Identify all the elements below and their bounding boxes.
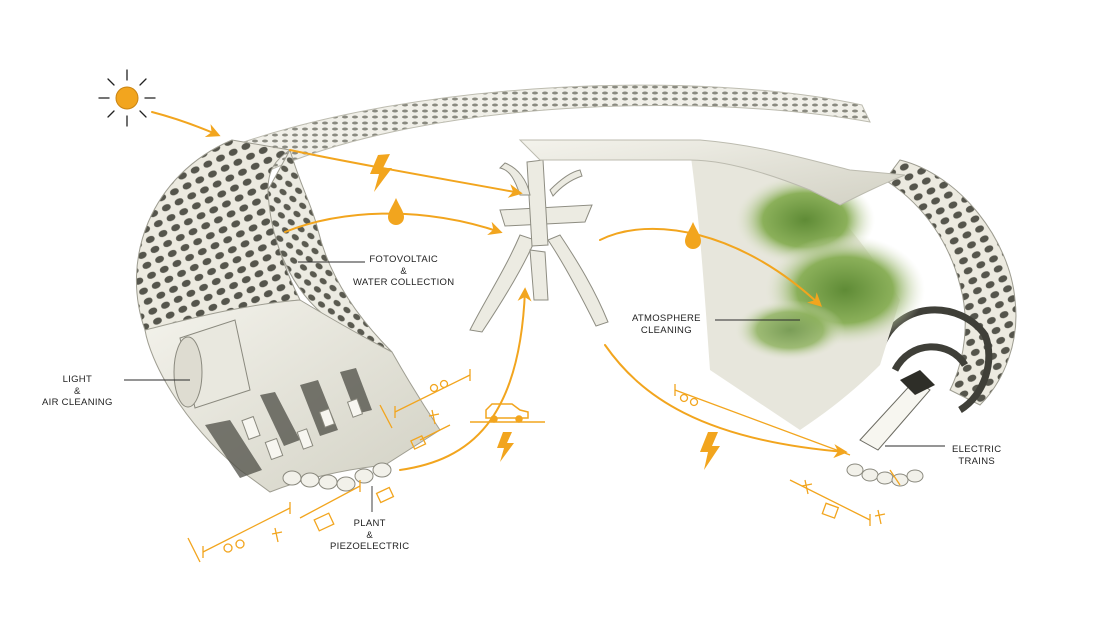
tram-icon-left [375, 486, 395, 504]
flow-water-to-tree [284, 212, 503, 236]
left-deck-blocks [241, 398, 364, 461]
tube-structure [136, 84, 1017, 493]
label-line: ATMOSPHERE [632, 313, 701, 324]
bus-icon-left [313, 512, 335, 532]
bicycle-icon-mid [429, 383, 439, 393]
label-line: FOTOVOLTAIC [369, 254, 439, 265]
right-deck-pipes [846, 463, 924, 487]
car-icon-small [410, 434, 427, 450]
electric-train [859, 370, 935, 451]
left-air-duct [173, 319, 251, 409]
energy-flows [151, 111, 848, 471]
left-deck-pipes [282, 462, 392, 492]
label-electric-trains: ELECTRIC TRAINS [952, 444, 1001, 467]
label-line: CLEANING [640, 324, 692, 336]
water-drop-icon-left [388, 198, 404, 225]
pedestrian-icon-right [801, 479, 813, 495]
label-line: ELECTRIC [952, 444, 1002, 455]
upper-deck-slab [518, 139, 906, 206]
pedestrian-icon-left [271, 527, 283, 543]
label-line: LIGHT [62, 374, 93, 385]
energy-bolt-icons [370, 154, 720, 470]
label-line: PLANT [353, 518, 386, 529]
bolt-icon-right [700, 432, 720, 470]
sun-icon [98, 69, 156, 127]
label-line: & [366, 529, 374, 541]
label-line: TRAINS [958, 455, 996, 467]
pedestrian-icon-mid [428, 409, 440, 425]
flow-sun-to-tube [151, 111, 221, 137]
central-tree [469, 159, 609, 333]
bicycle-icon-right [679, 393, 689, 403]
pedestrian-icon-right-2 [874, 509, 886, 525]
flow-tree-to-trains [604, 344, 848, 459]
bolt-icon-car [497, 432, 514, 462]
right-tube-shell [884, 159, 1017, 406]
bicycle-icon-left [223, 543, 233, 553]
water-drop-icon-right [685, 222, 701, 249]
label-line: & [74, 385, 81, 397]
tram-icon-right [821, 502, 840, 519]
left-usage-icons [223, 379, 449, 553]
bolt-icon-top [370, 154, 392, 192]
water-drop-icons [388, 198, 701, 249]
flow-car-to-tree [399, 287, 532, 471]
car-icon [470, 403, 545, 423]
label-light-air: LIGHT & AIR CLEANING [42, 374, 113, 409]
label-line: AIR CLEANING [42, 397, 113, 408]
label-atmosphere-cleaning: ATMOSPHERE CLEANING [632, 313, 701, 336]
leader-lines [124, 261, 945, 512]
label-line: PIEZOELECTRIC [330, 541, 410, 552]
label-line: & [400, 265, 408, 277]
label-plant-piezo: PLANT & PIEZOELECTRIC [330, 518, 409, 553]
left-dimension-marks [187, 369, 471, 563]
label-fotovoltaic-water: FOTOVOLTAIC & WATER COLLECTION [353, 254, 454, 289]
left-tube-outer [267, 148, 393, 353]
flow-electricity-to-tree [289, 149, 523, 198]
right-dimension-marks [674, 384, 901, 526]
vegetation-patch-3 [735, 300, 845, 360]
upper-tube-arc [233, 84, 871, 171]
label-line: WATER COLLECTION [353, 277, 455, 288]
right-usage-icons [679, 393, 886, 525]
